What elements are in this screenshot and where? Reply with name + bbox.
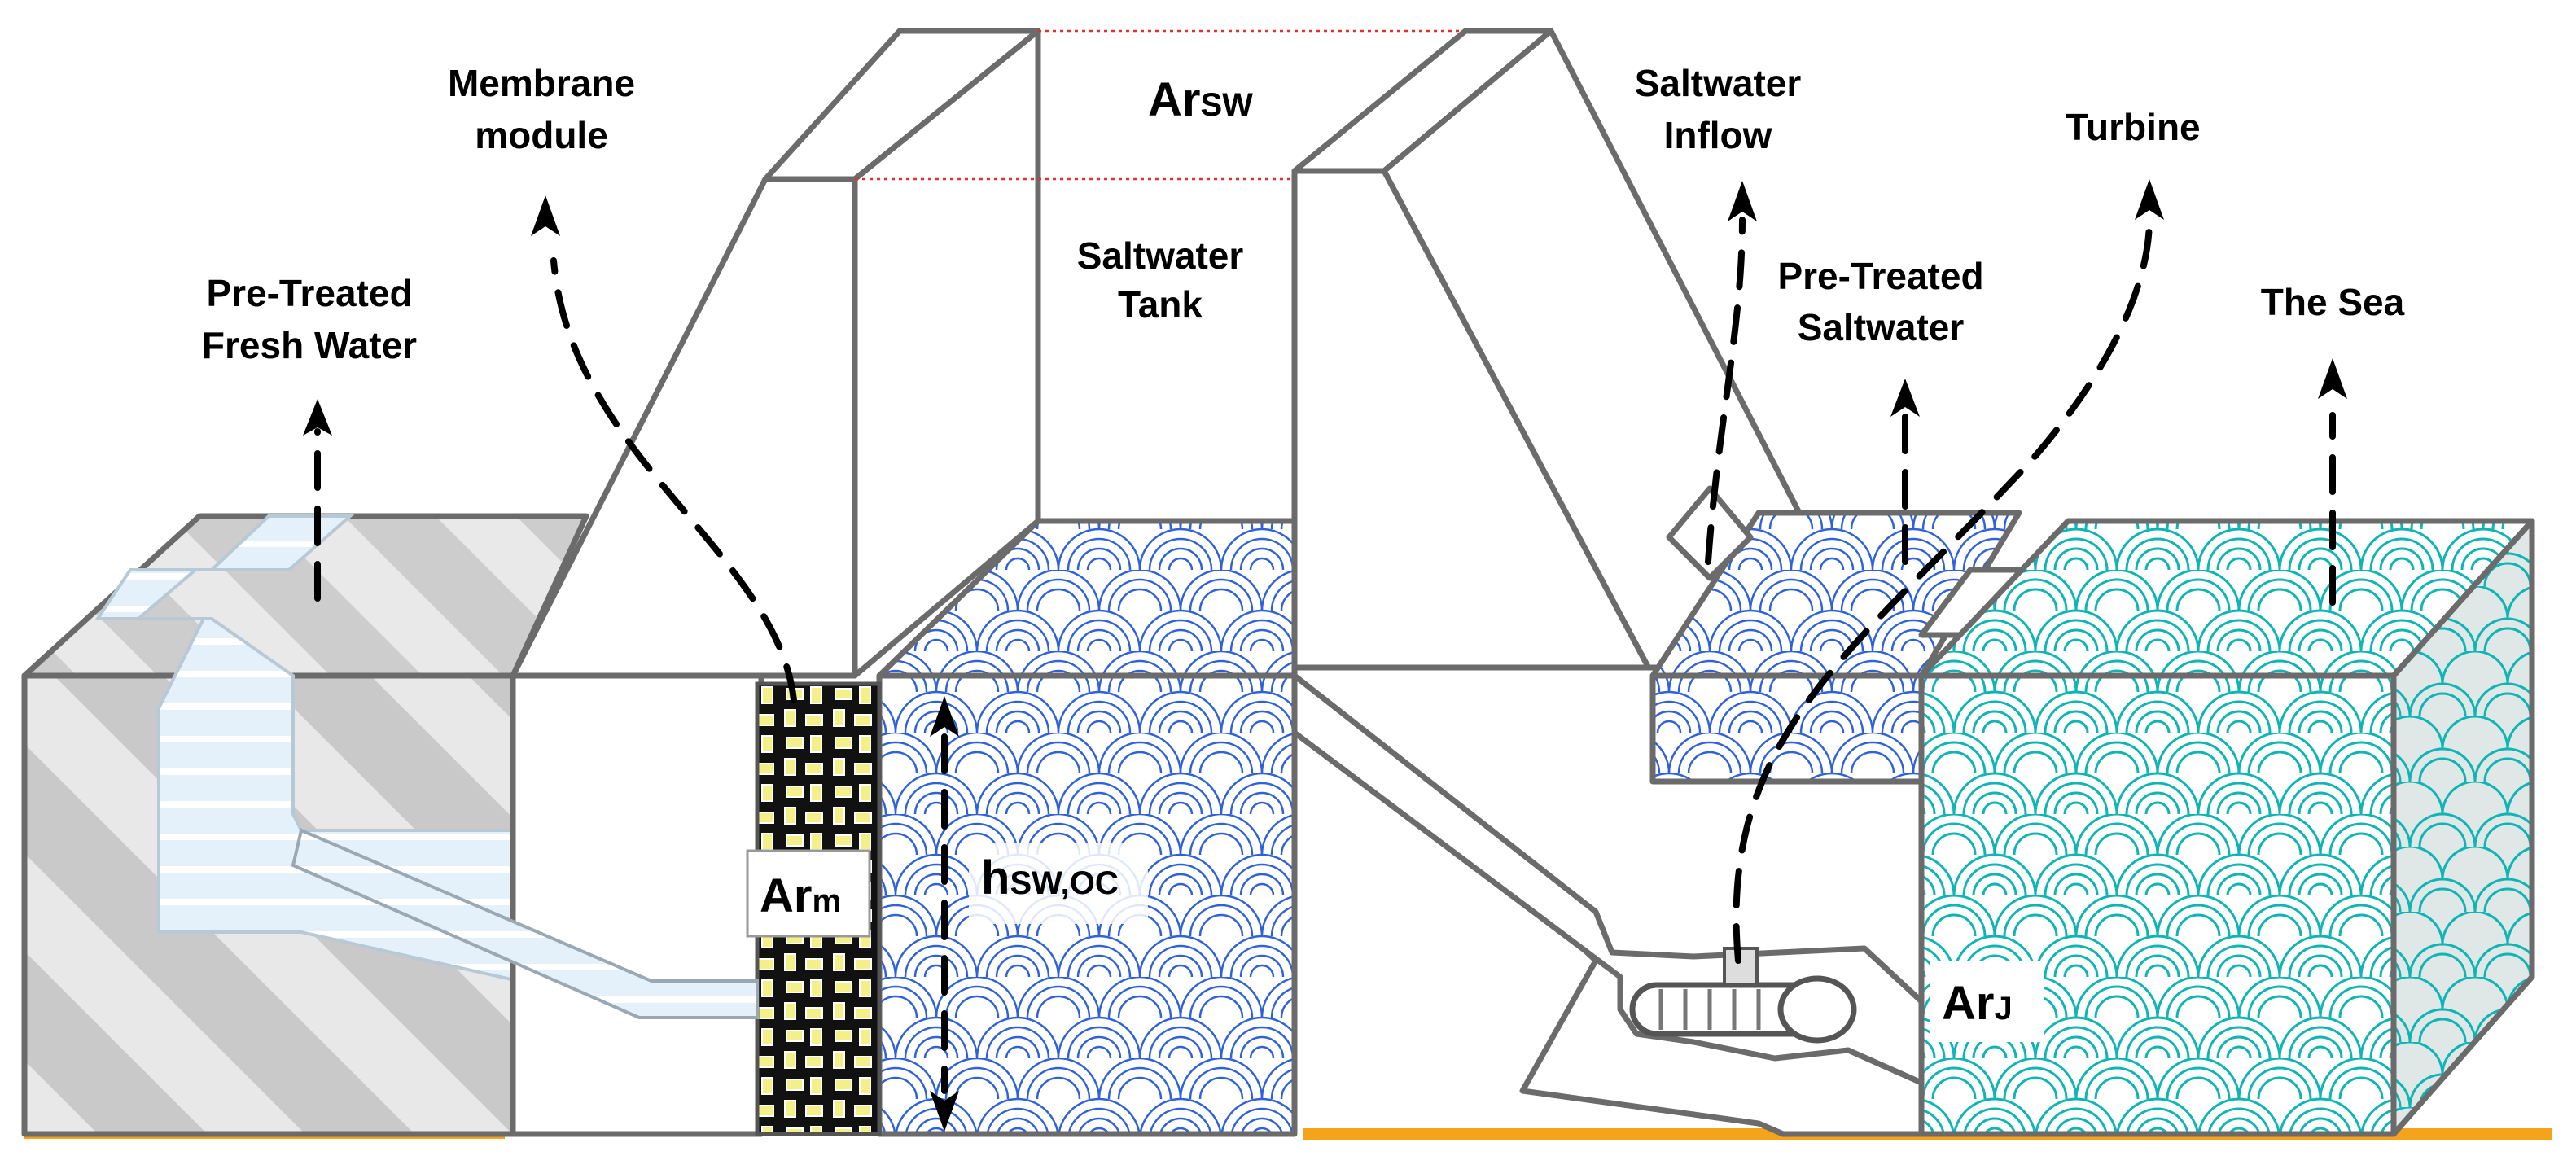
- draft-tube: [1291, 672, 1925, 1086]
- symbol-ar-m: Arm: [760, 869, 841, 922]
- membrane-housing-slope: [510, 176, 858, 679]
- arrow-saltwater-inflow: [1705, 181, 1757, 565]
- turbine-channel: [1291, 672, 1925, 1086]
- symbol-ar-sw-main: Ar: [1148, 73, 1200, 126]
- symbol-ar-j-sub: J: [1994, 991, 2012, 1027]
- symbol-ar-m-sub: m: [812, 883, 841, 919]
- sea-block-side: [2390, 518, 2535, 1137]
- label-pretreated-saltwater-line1: Pre-Treated: [1777, 255, 1983, 297]
- label-saltwater-tank-line1: Saltwater: [1077, 234, 1244, 277]
- symbol-ar-m-main: Ar: [760, 869, 812, 922]
- symbol-ar-sw: ArSW: [1148, 73, 1253, 126]
- membrane-housing: [510, 28, 1041, 1137]
- label-fresh-water-line1: Pre-Treated: [206, 272, 412, 314]
- arrow-fresh-water: [303, 399, 332, 602]
- symbol-ar-m-box: [746, 849, 871, 938]
- label-fresh-water-line2: Fresh Water: [202, 324, 417, 366]
- symbol-ar-j-box: [1930, 961, 2044, 1042]
- label-saltwater-inflow-line2: Inflow: [1664, 114, 1772, 156]
- symbol-ar-sw-sub: SW: [1200, 87, 1253, 123]
- sea-block-front: [1918, 672, 2397, 1137]
- label-membrane-module-line1: Membrane: [448, 62, 635, 104]
- label-saltwater-tank-line2: Tank: [1118, 283, 1203, 326]
- arrow-membrane-module: [531, 195, 797, 703]
- label-the-sea: The Sea: [2261, 281, 2405, 323]
- height-arrow: [930, 696, 959, 1132]
- leader-arrows: [303, 179, 2347, 1132]
- membrane-housing-front: [510, 672, 764, 1137]
- symbol-h-sw-oc: hSW,OC: [981, 852, 1119, 904]
- arrow-turbine: [1733, 179, 2164, 964]
- label-pretreated-saltwater-line2: Saltwater: [1798, 306, 1965, 348]
- symbol-ar-j: ArJ: [1942, 977, 2013, 1030]
- label-saltwater-inflow-line1: Saltwater: [1635, 62, 1802, 104]
- fresh-water-pipe: [291, 828, 759, 1019]
- symbol-h-main: h: [981, 852, 1010, 904]
- label-turbine: Turbine: [2066, 106, 2200, 148]
- label-membrane-module-line2: module: [475, 114, 608, 156]
- arrow-pretreated-saltwater: [1890, 379, 1920, 565]
- symbol-h-sub: SW,OC: [1010, 865, 1118, 901]
- symbol-h-box: [969, 843, 1148, 924]
- labels: Membrane module Pre-Treated Fresh Water …: [202, 62, 2405, 366]
- symbols: ArSW Arm hSW,OC ArJ: [746, 73, 2044, 1042]
- arrow-the-sea: [2318, 358, 2347, 606]
- turbine: [1629, 947, 1857, 1044]
- symbol-ar-j-main: Ar: [1942, 977, 1994, 1030]
- sea-block: [1918, 518, 2535, 1137]
